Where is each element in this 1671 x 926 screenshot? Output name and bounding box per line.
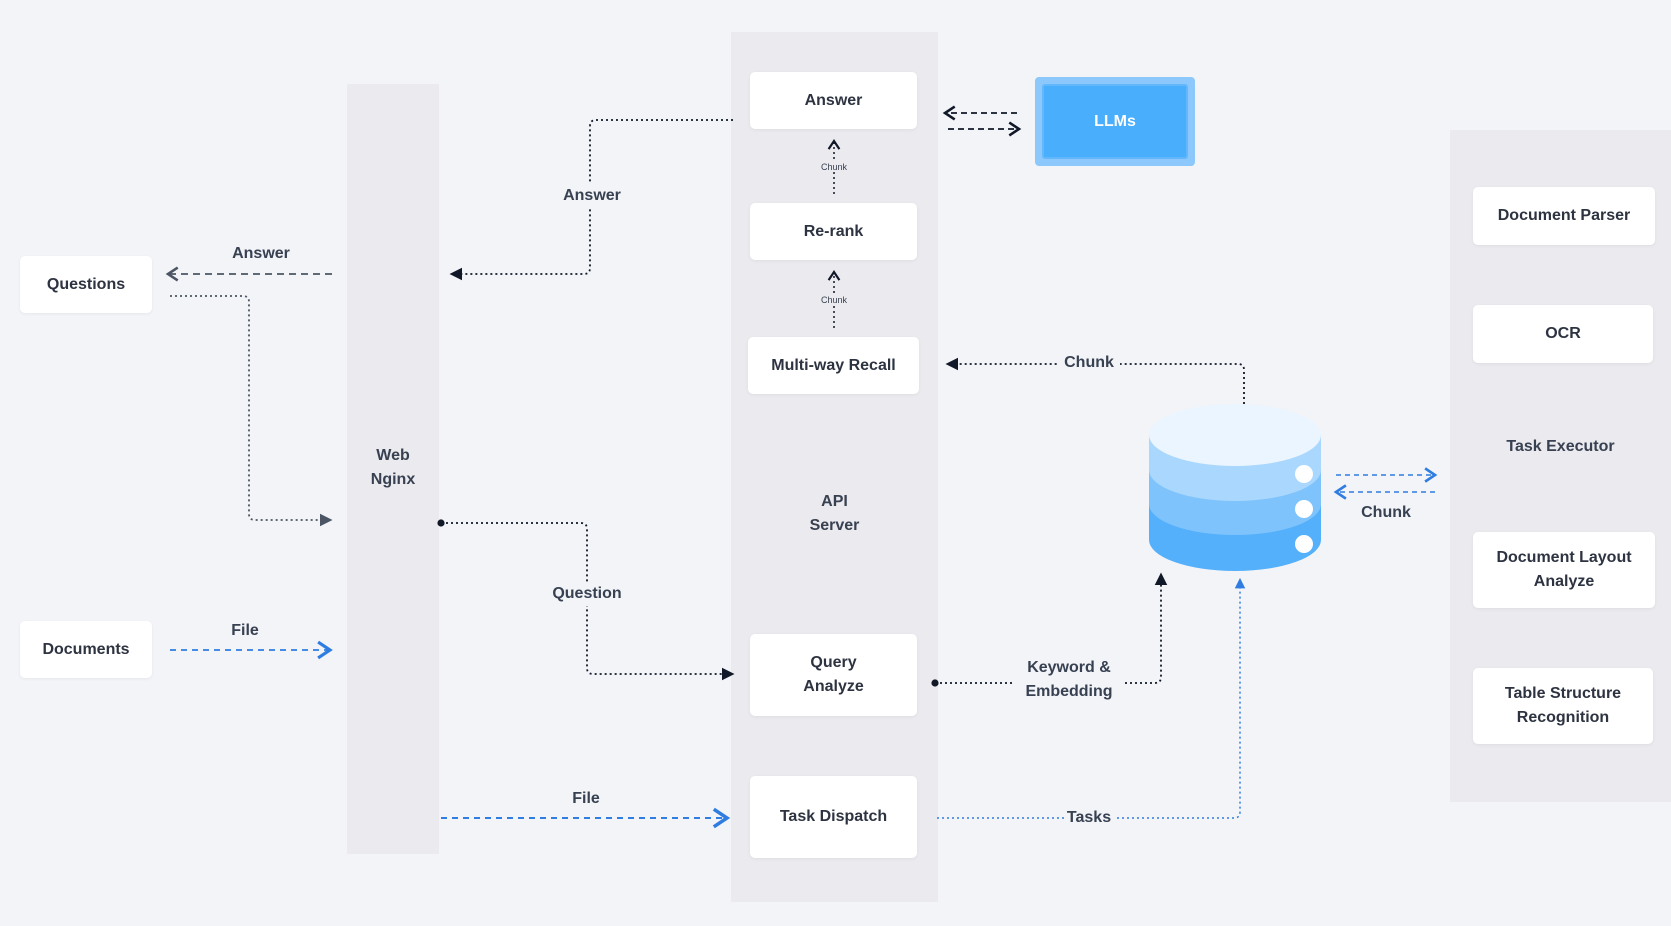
table-structure-node: Table Structure Recognition: [1473, 668, 1653, 744]
edge-questions-to-web: [170, 295, 333, 527]
web-panel: [347, 84, 439, 854]
edge-label-keyword-embedding: Keyword & Embedding: [1013, 656, 1125, 704]
document-parser-node: Document Parser: [1473, 187, 1655, 245]
edge-label-chunk-recall: Chunk: [1058, 351, 1120, 375]
llms-node: LLMs: [1035, 77, 1195, 166]
edge-answer-to-web: [449, 119, 733, 281]
api-server-label: API Server: [809, 493, 860, 534]
edge-label-file-dispatch: File: [572, 790, 600, 807]
edge-label-tasks: Tasks: [1064, 806, 1114, 830]
edge-label-question: Question: [537, 582, 637, 606]
edge-label-chunk-small-1: Chunk: [804, 162, 864, 172]
edge-label-answer-questions: Answer: [232, 245, 290, 262]
edge-label-chunk-small-2: Chunk: [804, 295, 864, 305]
llms-label: LLMs: [1042, 84, 1188, 159]
ocr-node: OCR: [1473, 305, 1653, 363]
edge-label-file-documents: File: [231, 622, 259, 639]
document-layout-node: Document Layout Analyze: [1473, 532, 1655, 608]
edge-question-to-query: [437, 519, 735, 681]
database-icon: [1149, 404, 1321, 571]
query-analyze-node: Query Analyze: [750, 634, 917, 716]
edge-tasks: [937, 577, 1246, 819]
task-dispatch-node: Task Dispatch: [750, 776, 917, 858]
web-nginx-label: Web Nginx: [370, 447, 416, 488]
edge-label-answer-web: Answer: [542, 184, 642, 208]
edge-keyword-embedding: [931, 572, 1168, 687]
rerank-node: Re-rank: [750, 203, 917, 260]
answer-node: Answer: [750, 72, 917, 129]
questions-node: Questions: [20, 256, 152, 313]
task-executor-label: Task Executor: [1506, 438, 1615, 455]
documents-node: Documents: [20, 621, 152, 678]
multi-way-recall-node: Multi-way Recall: [748, 337, 919, 394]
edge-label-chunk-executor: Chunk: [1361, 504, 1411, 521]
